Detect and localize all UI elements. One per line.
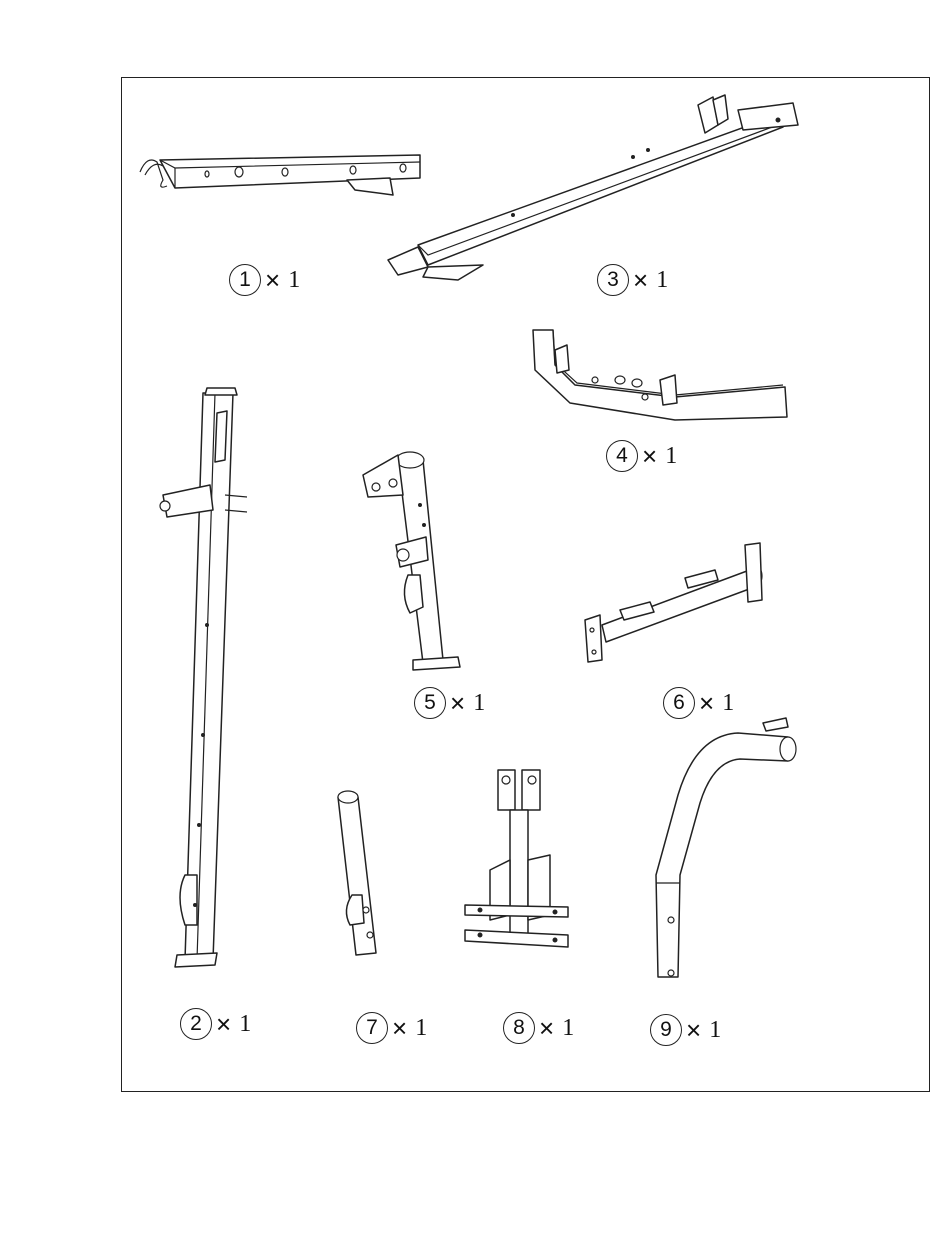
times-sign: ×: [539, 1015, 554, 1041]
times-sign: ×: [392, 1015, 407, 1041]
part-number-circle: 8: [503, 1012, 535, 1044]
part-quantity: 1: [722, 690, 734, 717]
part-number-circle: 3: [597, 264, 629, 296]
part-quantity: 1: [656, 267, 668, 294]
part-number-circle: 5: [414, 687, 446, 719]
part-number-circle: 1: [229, 264, 261, 296]
times-sign: ×: [216, 1011, 231, 1037]
part-number-circle: 4: [606, 440, 638, 472]
times-sign: ×: [265, 267, 280, 293]
times-sign: ×: [699, 690, 714, 716]
part-quantity: 1: [415, 1015, 427, 1042]
part-7-label: 7 × 1: [356, 1012, 427, 1044]
times-sign: ×: [686, 1017, 701, 1043]
part-quantity: 1: [665, 443, 677, 470]
part-4-label: 4 × 1: [606, 440, 677, 472]
part-number-circle: 2: [180, 1008, 212, 1040]
part-quantity: 1: [239, 1011, 251, 1038]
part-number-circle: 7: [356, 1012, 388, 1044]
part-1-label: 1 × 1: [229, 264, 300, 296]
times-sign: ×: [633, 267, 648, 293]
part-3-label: 3 × 1: [597, 264, 668, 296]
part-2-label: 2 × 1: [180, 1008, 251, 1040]
part-8-label: 8 × 1: [503, 1012, 574, 1044]
part-5-label: 5 × 1: [414, 687, 485, 719]
part-9-label: 9 × 1: [650, 1014, 721, 1046]
part-quantity: 1: [473, 690, 485, 717]
part-quantity: 1: [288, 267, 300, 294]
part-quantity: 1: [709, 1017, 721, 1044]
part-number-circle: 9: [650, 1014, 682, 1046]
part-quantity: 1: [562, 1015, 574, 1042]
times-sign: ×: [450, 690, 465, 716]
times-sign: ×: [642, 443, 657, 469]
